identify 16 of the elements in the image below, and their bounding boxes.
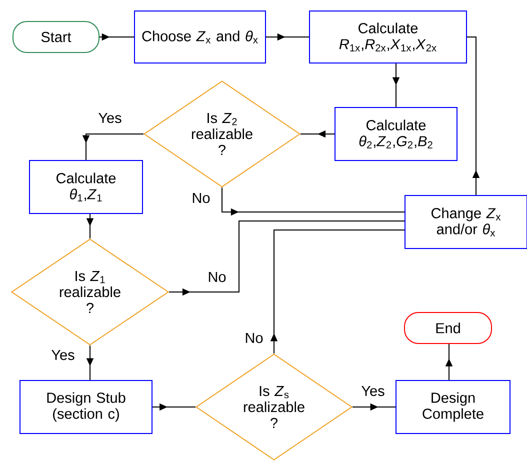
edge-label: Yes — [360, 384, 386, 398]
arrow — [270, 230, 405, 354]
edge-label: No — [206, 270, 228, 284]
edge-label: No — [244, 332, 264, 344]
process-box: Calculate R$_{1x}$,R$_{2x}$,X$_{1x}$,X$_{2x}$ — [309, 10, 467, 64]
edge-label: Yes — [50, 348, 76, 362]
terminal-box: Start — [12, 21, 100, 53]
edge-label: No — [190, 192, 212, 204]
process-box: Design Stub (section c) — [20, 380, 152, 434]
process-box: Calculate θ$_{2}$,Z$_{2}$,G$_{2}$,B$_{2}$ — [334, 107, 458, 161]
process-box: Calculate θ$_{1}$,Z$_{1}$ — [29, 160, 143, 214]
terminal-box: End — [404, 312, 492, 344]
process-box: Change Z$_{x}$ and/or θ$_{x}$ — [404, 195, 527, 249]
edge-label: Yes — [97, 112, 123, 124]
process-box: Choose Z$_{x}$ and θ$_{x}$ — [134, 10, 266, 64]
process-box: Design Complete — [396, 380, 510, 434]
